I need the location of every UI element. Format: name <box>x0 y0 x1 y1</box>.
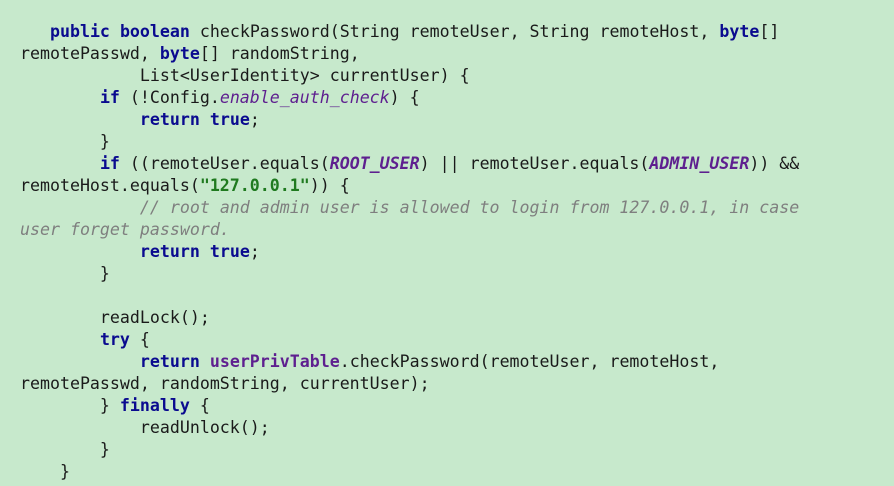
code-token: remoteHost.equals( <box>20 176 200 195</box>
code-token: remotePasswd, <box>20 44 160 63</box>
code-token: if <box>99 88 120 107</box>
code-token: ) { <box>389 88 420 107</box>
code-token: finally <box>119 396 190 415</box>
code-token: boolean <box>119 22 190 41</box>
code-token: } <box>20 264 110 283</box>
code-line: readLock(); <box>20 307 894 329</box>
code-token: readLock(); <box>20 308 210 327</box>
code-line: return userPrivTable.checkPassword(remot… <box>20 351 894 373</box>
code-token <box>200 110 210 129</box>
code-token: byte <box>719 22 760 41</box>
code-token: ROOT_USER <box>329 154 420 173</box>
code-token: public <box>49 22 110 41</box>
code-token: } <box>20 440 110 459</box>
code-token: return <box>139 242 200 261</box>
code-line: user forget password. <box>20 219 894 241</box>
code-line: } finally { <box>20 395 894 417</box>
code-line: readUnlock(); <box>20 417 894 439</box>
code-token: List<UserIdentity> currentUser) { <box>20 66 470 85</box>
code-token: ) || remoteUser.equals( <box>419 154 650 173</box>
code-token: // root and admin user is allowed to log… <box>139 198 800 217</box>
code-token: true <box>209 242 250 261</box>
code-token: checkPassword(String remoteUser, String … <box>189 22 720 41</box>
code-token: (!Config. <box>119 88 220 107</box>
code-token: user forget password. <box>20 220 230 239</box>
code-token: readUnlock(); <box>20 418 270 437</box>
code-token: ADMIN_USER <box>649 154 750 173</box>
code-line: if (!Config.enable_auth_check) { <box>20 87 894 109</box>
code-line: if ((remoteUser.equals(ROOT_USER) || rem… <box>20 153 894 175</box>
code-token: [] randomString, <box>199 44 360 63</box>
code-token: { <box>129 330 150 349</box>
code-block: public boolean checkPassword(String remo… <box>20 21 894 483</box>
code-token <box>20 22 50 41</box>
code-token: )) { <box>309 176 350 195</box>
code-token <box>200 352 210 371</box>
code-token: ; <box>249 242 260 261</box>
code-token <box>20 352 140 371</box>
code-line: } <box>20 439 894 461</box>
code-token <box>20 154 100 173</box>
code-line: } <box>20 263 894 285</box>
code-token: } <box>20 396 120 415</box>
code-line: // root and admin user is allowed to log… <box>20 197 894 219</box>
code-token: { <box>189 396 210 415</box>
code-token: ; <box>249 110 260 129</box>
code-line: remoteHost.equals("127.0.0.1")) { <box>20 175 894 197</box>
code-line: remotePasswd, randomString, currentUser)… <box>20 373 894 395</box>
code-token <box>20 198 140 217</box>
code-line: } <box>20 131 894 153</box>
code-token: ((remoteUser.equals( <box>119 154 330 173</box>
code-token <box>20 110 140 129</box>
code-token: if <box>99 154 120 173</box>
code-token: userPrivTable <box>209 352 340 371</box>
code-token <box>20 330 100 349</box>
code-line: return true; <box>20 241 894 263</box>
code-token: return <box>139 352 200 371</box>
code-token: remotePasswd, randomString, currentUser)… <box>20 374 430 393</box>
code-token: byte <box>159 44 200 63</box>
code-token: "127.0.0.1" <box>199 176 310 195</box>
code-line: remotePasswd, byte[] randomString, <box>20 43 894 65</box>
code-line: return true; <box>20 109 894 131</box>
code-token: try <box>99 330 130 349</box>
code-line: public boolean checkPassword(String remo… <box>20 21 894 43</box>
code-token <box>20 88 100 107</box>
code-token: } <box>20 462 70 481</box>
code-token: )) && <box>749 154 800 173</box>
code-token: return <box>139 110 200 129</box>
code-token <box>200 242 210 261</box>
code-token <box>20 242 140 261</box>
code-token: .checkPassword(remoteUser, remoteHost, <box>339 352 720 371</box>
code-token: enable_auth_check <box>219 88 390 107</box>
code-line: List<UserIdentity> currentUser) { <box>20 65 894 87</box>
code-line: } <box>20 461 894 483</box>
code-token: [] <box>759 22 780 41</box>
code-line <box>20 285 894 307</box>
code-line: try { <box>20 329 894 351</box>
code-token <box>110 22 120 41</box>
code-token: } <box>20 132 110 151</box>
code-token: true <box>209 110 250 129</box>
